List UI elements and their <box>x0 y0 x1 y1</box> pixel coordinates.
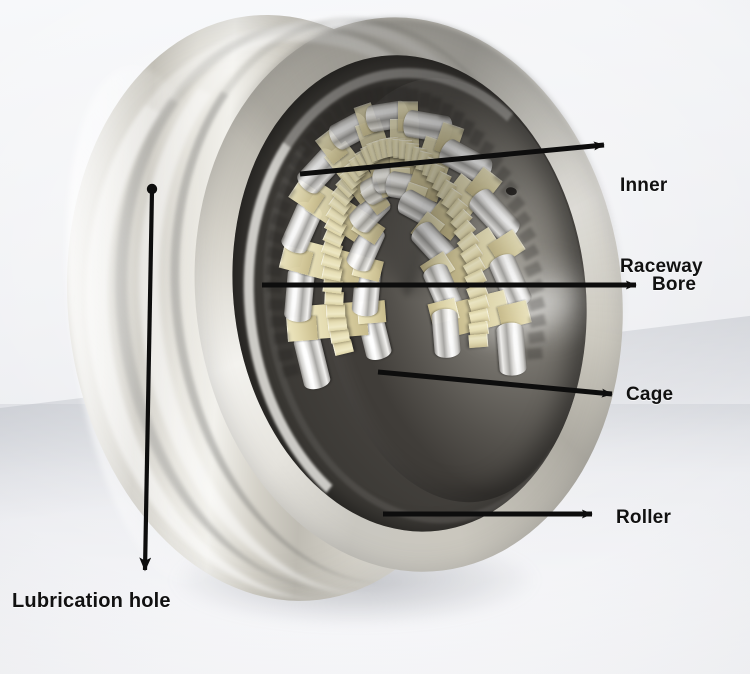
row-shadow-segment <box>267 298 285 311</box>
row-shadow-segment <box>265 280 284 294</box>
row-shadow-segment <box>527 330 545 345</box>
row-shadow-segment <box>276 347 295 362</box>
cage-spine-segment <box>325 304 345 318</box>
spherical-roller-bearing <box>34 0 662 628</box>
roller <box>495 321 527 376</box>
cage-spine-segment <box>468 333 489 348</box>
row-shadow-segment <box>269 212 289 229</box>
row-shadow-segment <box>523 261 544 279</box>
roller-cage-assembly <box>197 27 615 561</box>
row-shadow-segment <box>407 88 420 105</box>
row-shadow-segment <box>281 363 300 378</box>
row-shadow-segment <box>272 331 290 345</box>
row-shadow-segment <box>396 86 409 103</box>
row-shadow-segment <box>265 245 285 261</box>
cage-spine-segment <box>327 316 348 331</box>
row-shadow-segment <box>270 315 287 328</box>
row-shadow-segment <box>384 85 398 103</box>
roller <box>430 307 461 359</box>
row-shadow-segment <box>525 347 543 361</box>
row-shadow-segment <box>526 278 545 295</box>
